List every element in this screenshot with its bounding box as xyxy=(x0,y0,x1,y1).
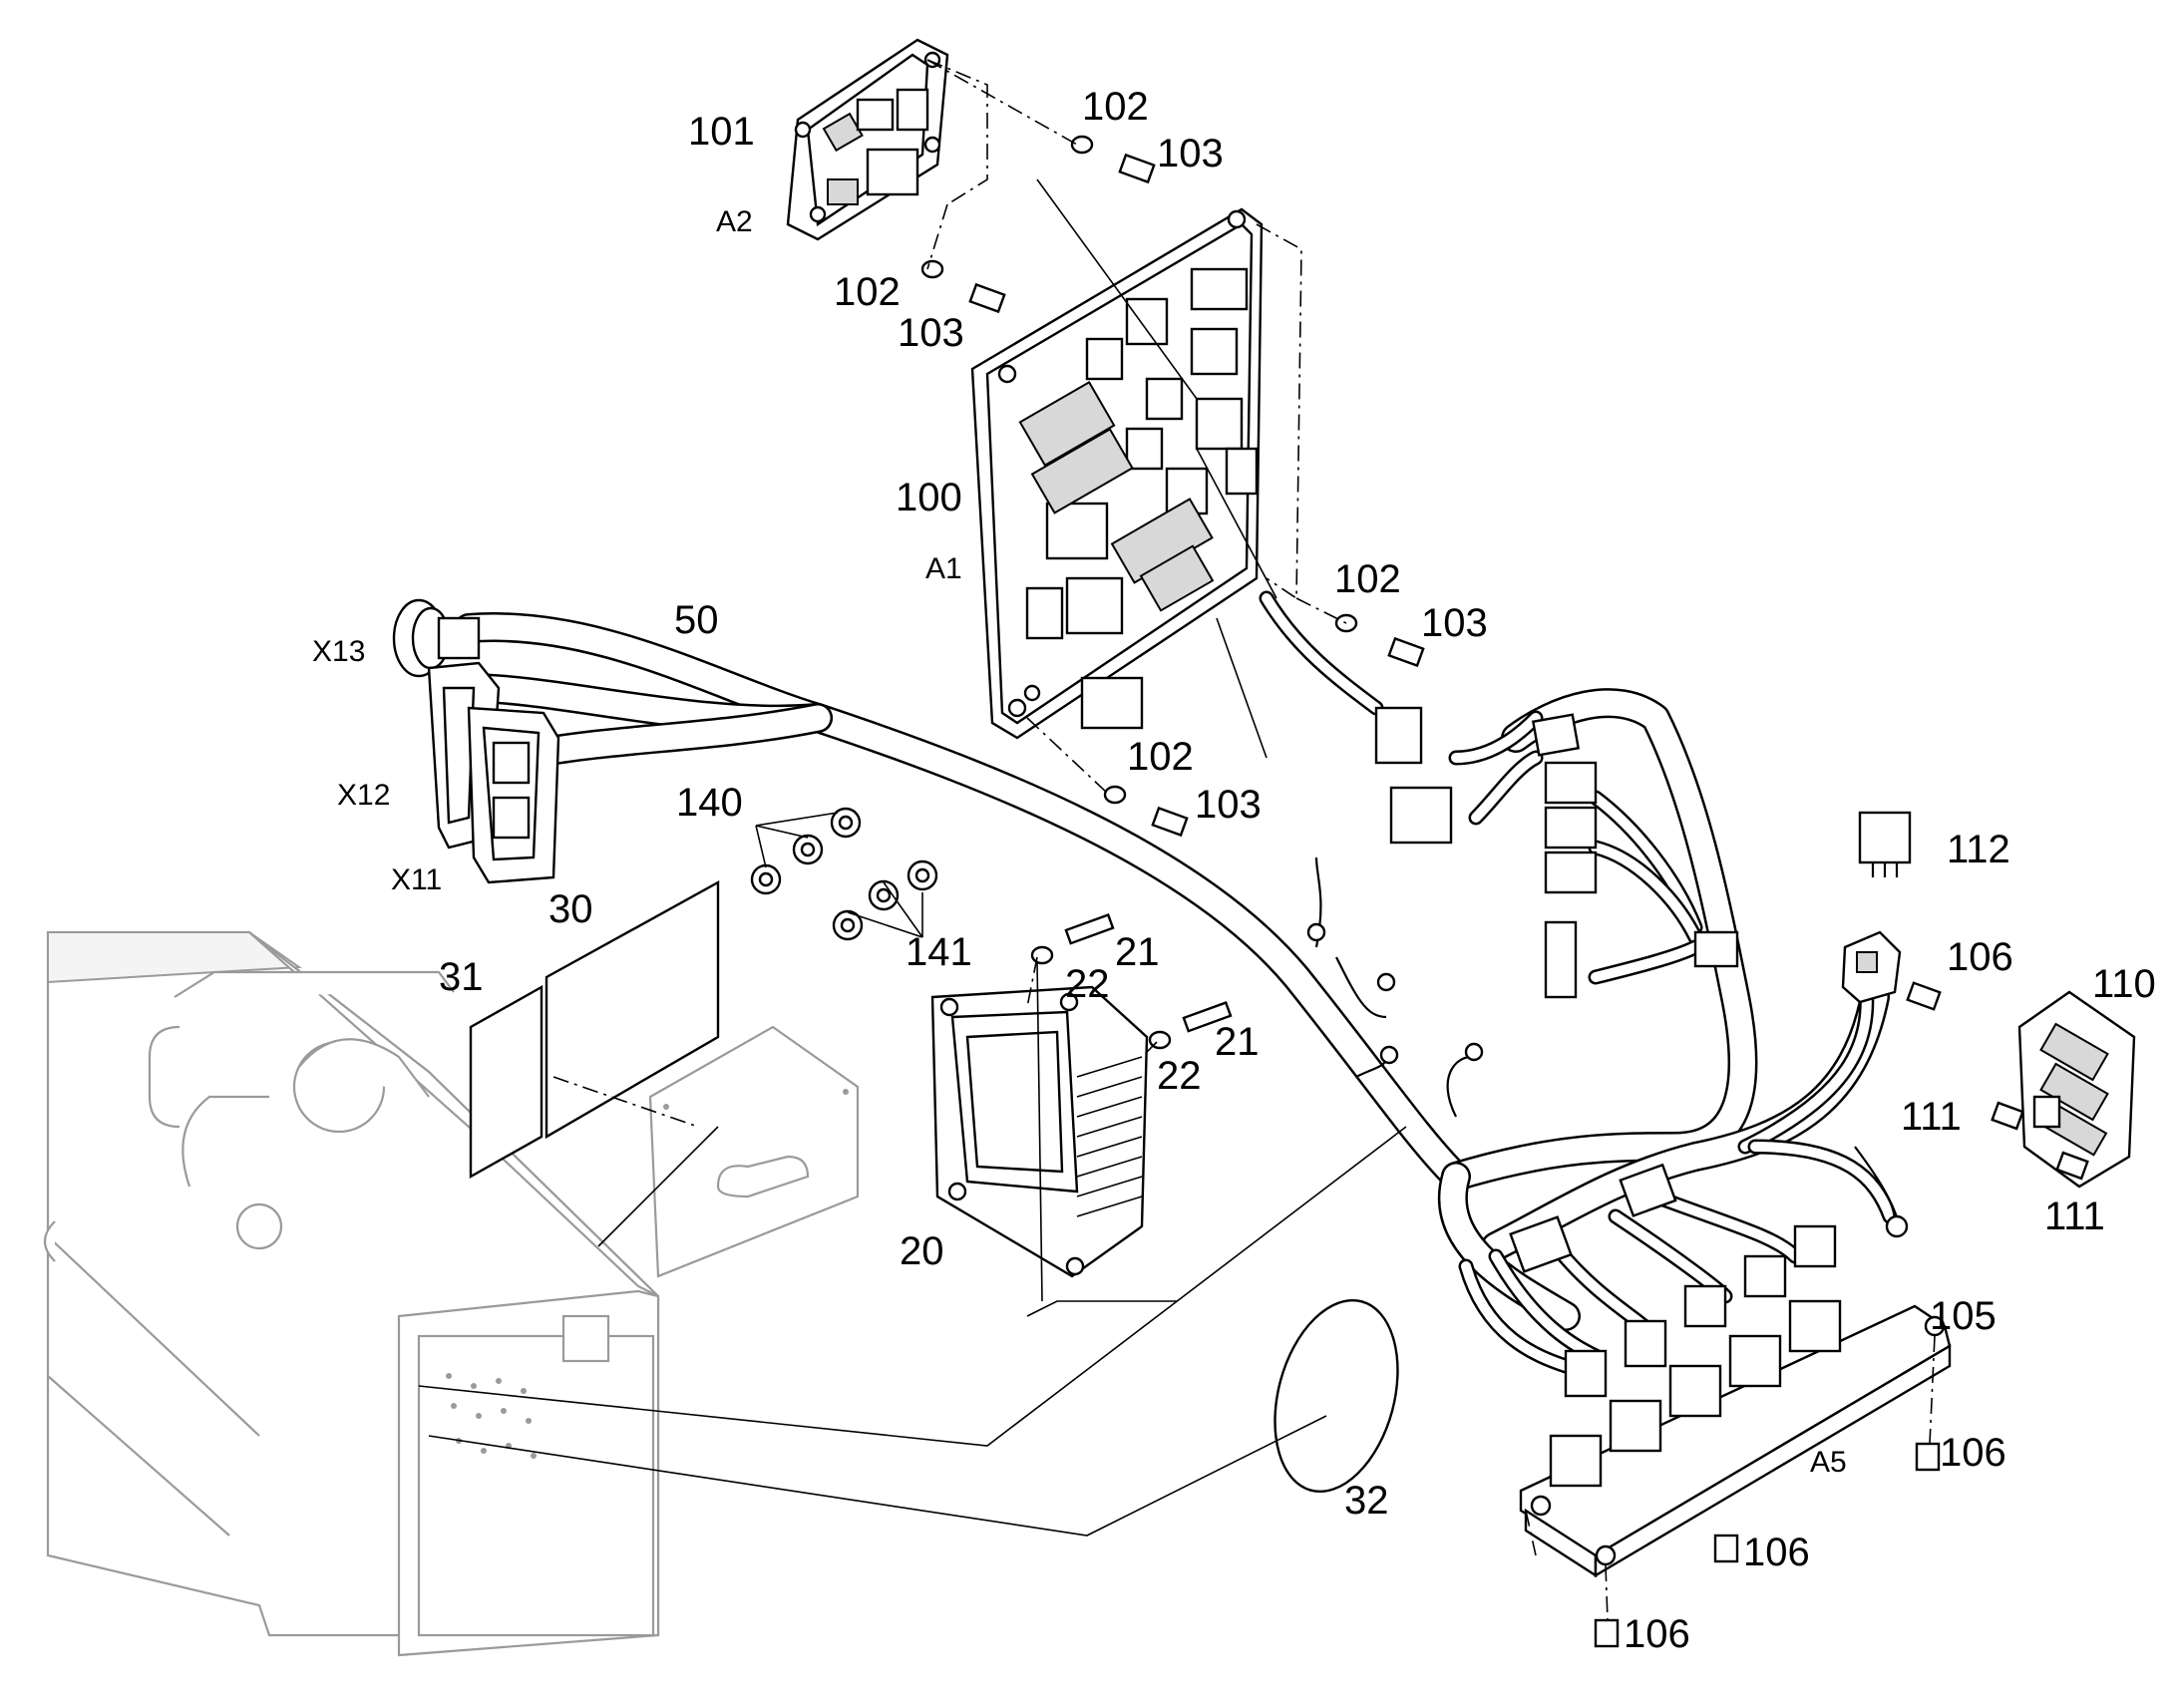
label-31: 31 xyxy=(439,955,484,999)
label-30: 30 xyxy=(548,887,593,931)
label-21-a: 21 xyxy=(1115,930,1160,974)
label-102-c: 102 xyxy=(1334,557,1401,601)
label-106-a: 106 xyxy=(1947,935,2013,979)
relay-112 xyxy=(1858,811,1912,877)
housing-panel-holes xyxy=(446,1373,537,1459)
label-plate-31 xyxy=(469,984,544,1180)
machine-housing xyxy=(43,930,660,1657)
label-141: 141 xyxy=(906,930,972,974)
seal-disc-32 xyxy=(1273,1298,1399,1494)
label-22-a: 22 xyxy=(1065,962,1110,1006)
label-103-b: 103 xyxy=(898,311,964,355)
control-module-100-a1 xyxy=(970,207,1264,740)
label-111-b: 111 xyxy=(2044,1195,2105,1238)
label-103-d: 103 xyxy=(1195,783,1262,827)
label-110: 110 xyxy=(2092,962,2156,1006)
label-a5: A5 xyxy=(1810,1446,1847,1479)
label-x13: X13 xyxy=(312,635,365,668)
label-102-d: 102 xyxy=(1127,735,1194,779)
leader-lines xyxy=(418,178,1407,1537)
label-102-a: 102 xyxy=(1082,85,1149,129)
terminal-board-105-a5 xyxy=(1519,1224,1952,1578)
label-21-b: 21 xyxy=(1215,1020,1260,1064)
label-20: 20 xyxy=(900,1229,944,1273)
label-106-c: 106 xyxy=(1743,1531,1810,1574)
fasteners xyxy=(920,135,2089,1648)
a5-connectors xyxy=(1549,1224,1842,1488)
label-106-d: 106 xyxy=(1624,1612,1690,1656)
grommets-140 xyxy=(750,807,938,941)
housing-cover-panel xyxy=(648,1025,860,1278)
label-a1: A1 xyxy=(925,552,962,585)
label-22-b: 22 xyxy=(1157,1054,1202,1098)
assembly-lines xyxy=(552,59,1936,1621)
part-labels: 100 A1 101 A2 102 103 102 103 102 103 10… xyxy=(312,85,2156,1656)
heatsink-fins xyxy=(1076,1056,1143,1217)
cable-harness-50 xyxy=(454,590,1909,1374)
label-103-c: 103 xyxy=(1421,601,1488,645)
a1-relays xyxy=(1025,267,1259,730)
relay-base xyxy=(1841,930,1902,1004)
label-103-a: 103 xyxy=(1157,132,1224,175)
connector-x13 xyxy=(392,598,481,678)
label-32: 32 xyxy=(1344,1479,1389,1523)
label-x12: X12 xyxy=(337,779,390,812)
label-x11: X11 xyxy=(391,863,442,896)
label-a2: A2 xyxy=(716,205,753,238)
label-140: 140 xyxy=(676,781,743,825)
label-102-b: 102 xyxy=(834,270,901,314)
a1-harness-connectors xyxy=(1374,706,1598,999)
fuse-holder-110 xyxy=(2017,990,2136,1189)
electronic-unit-20 xyxy=(930,985,1149,1278)
connector-x11 xyxy=(467,706,560,884)
label-111-a: 111 xyxy=(1901,1095,1962,1139)
label-50: 50 xyxy=(674,598,719,642)
label-100: 100 xyxy=(896,476,962,519)
label-112: 112 xyxy=(1947,828,2010,871)
control-module-101-a2 xyxy=(786,38,949,241)
label-106-b: 106 xyxy=(1940,1431,2006,1475)
a1-fuse-rows xyxy=(1018,380,1215,612)
label-plate-30 xyxy=(545,879,720,1140)
label-105: 105 xyxy=(1930,1294,1997,1338)
label-101: 101 xyxy=(688,110,755,154)
